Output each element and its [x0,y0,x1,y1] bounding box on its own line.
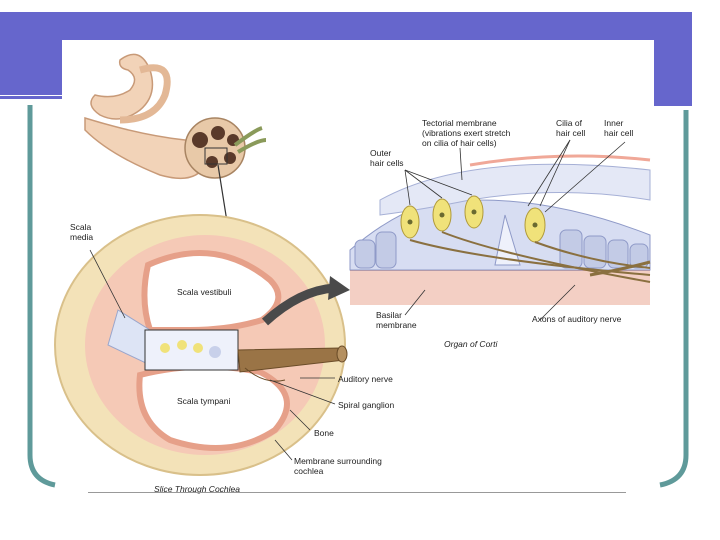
right-rail [659,110,689,488]
label-spiral-ganglion: Spiral ganglion [338,400,395,410]
label-basilar-membrane: Basilar membrane [376,310,417,330]
leader-lines [89,139,626,461]
big-arrow-head [328,276,350,300]
label-scala-vestibuli: Scala vestibuli [177,287,232,297]
organ-of-corti-detail [349,154,651,305]
frame-right-block [654,40,692,106]
label-axons-auditory-nerve: Axons of auditory nerve [532,314,622,324]
label-scala-tympani: Scala tympani [177,396,231,406]
frame-left-block [0,40,62,95]
left-rail [27,105,56,488]
label-slice-through-cochlea: Slice Through Cochlea [154,484,240,494]
label-bone: Bone [314,428,334,438]
label-organ-of-corti: Organ of Corti [444,339,498,349]
label-membrane-surrounding-cochlea: Membrane surrounding cochlea [294,456,382,476]
frame-top-bar [0,12,692,40]
inner-ear-illustration [84,53,267,180]
cochlea-section [54,214,348,476]
figure-baseline [88,492,626,493]
label-cilia-hair-cell: Cilia of hair cell [556,118,586,138]
label-tectorial-membrane: Tectorial membrane (vibrations exert str… [422,118,511,148]
label-inner-hair-cell: Inner hair cell [604,118,634,138]
label-scala-media: Scala media [70,222,94,242]
label-outer-hair-cells: Outer hair cells [370,148,404,168]
label-auditory-nerve: Auditory nerve [338,374,393,384]
big-arrow [261,283,336,326]
frame-left-line [0,96,62,99]
